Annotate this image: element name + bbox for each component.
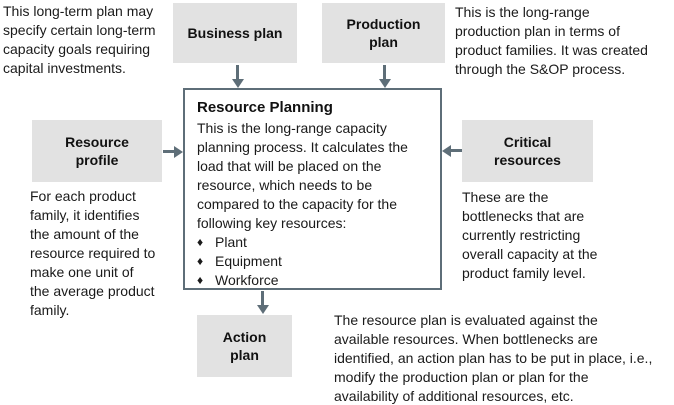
arrow-resource-profile-to-resource-planning (163, 145, 183, 158)
arrow-down-icon (378, 79, 391, 88)
note-critical-resources: These are the bottlenecks that are curre… (462, 189, 598, 281)
note-production-plan: This is the long-range production plan i… (455, 4, 648, 77)
diamond-bullet-icon: ♦ (197, 235, 204, 249)
arrow-resource-planning-to-action-plan (256, 291, 269, 314)
note-resource-profile: For each product family, it identifies t… (30, 188, 156, 318)
arrow-left-icon (442, 144, 451, 157)
resource-profile-box: Resource profile (32, 120, 162, 182)
resource-planning-title: Resource Planning (197, 99, 333, 116)
arrow-production-to-resource-planning (378, 65, 391, 88)
bullet-label: Plant (215, 234, 247, 250)
note-business-plan: This long-term plan may specify certain … (3, 3, 156, 76)
diamond-bullet-icon: ♦ (197, 254, 204, 268)
business-plan-box: Business plan (173, 3, 297, 63)
arrow-right-icon (174, 145, 183, 158)
note-action-plan: The resource plan is evaluated against t… (334, 312, 653, 404)
resource-planning-box: Resource Planning This is the long-range… (183, 88, 442, 290)
bullet-item-workforce: ♦ Workforce (197, 271, 430, 290)
production-plan-label: Production plan (346, 16, 421, 50)
bullet-label: Workforce (215, 272, 279, 288)
arrow-down-icon (231, 79, 244, 88)
bullet-item-plant: ♦ Plant (197, 233, 430, 252)
resource-profile-label: Resource profile (65, 134, 129, 168)
action-plan-box: Action plan (197, 315, 292, 377)
critical-resources-box: Critical resources (462, 120, 593, 182)
arrow-down-icon (256, 305, 269, 314)
arrow-business-to-resource-planning (231, 65, 244, 88)
arrow-shaft (451, 149, 462, 152)
arrow-shaft (383, 65, 386, 79)
diamond-bullet-icon: ♦ (197, 273, 204, 287)
bullet-item-equipment: ♦ Equipment (197, 252, 430, 271)
production-plan-box: Production plan (322, 3, 445, 63)
business-plan-label: Business plan (187, 25, 283, 41)
resource-planning-description: This is the long-range capacity planning… (197, 120, 408, 231)
arrow-shaft (261, 291, 264, 305)
arrow-critical-resources-to-resource-planning (442, 144, 462, 157)
arrow-shaft (236, 65, 239, 79)
bullet-label: Equipment (215, 253, 282, 269)
action-plan-label: Action plan (222, 329, 267, 363)
critical-resources-label: Critical resources (494, 134, 561, 168)
arrow-shaft (163, 150, 174, 153)
